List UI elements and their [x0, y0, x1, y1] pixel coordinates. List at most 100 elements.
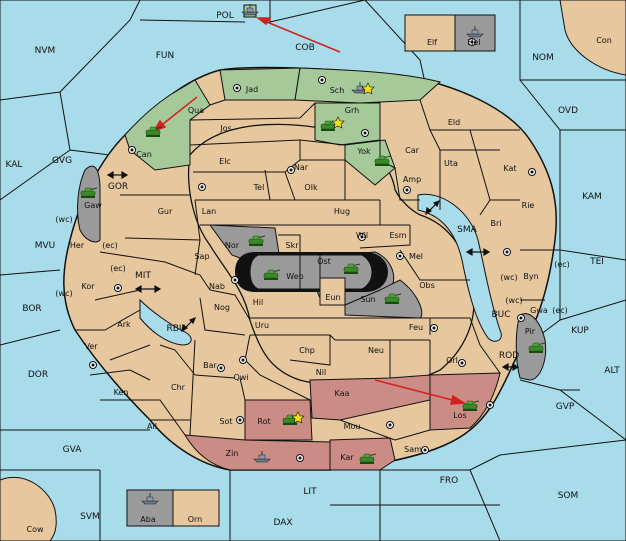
- fleet-icon-zin[interactable]: [253, 451, 271, 463]
- order-arrows: [152, 17, 467, 405]
- land-label-nor: Nor: [225, 241, 240, 250]
- land-label-neu: Neu: [368, 346, 384, 355]
- army-icon-sun[interactable]: [384, 293, 402, 304]
- sea-label-rbu: RBU: [166, 324, 185, 334]
- land-label-tel: Tel: [253, 183, 265, 192]
- sea-label-kam: KAM: [582, 192, 602, 202]
- sea-label-tei: TEI: [589, 257, 604, 267]
- land-label-gwa: Gwa: [530, 306, 548, 315]
- land-label-orl: Orl: [446, 356, 458, 365]
- land-label-cow: Cow: [26, 525, 43, 534]
- land-label-hel: Hel: [467, 38, 480, 47]
- sea-label-fun: FUN: [156, 51, 175, 61]
- land-label-chr: Chr: [171, 383, 186, 392]
- fleet-icon-aba[interactable]: [141, 493, 159, 505]
- land-label-kor: Kor: [81, 282, 95, 291]
- land-label-sam: Sam: [404, 445, 422, 454]
- army-icon-yok[interactable]: [374, 155, 392, 166]
- land-label-aba: Aba: [140, 515, 156, 524]
- land-label-chp: Chp: [299, 346, 315, 355]
- land-label-ark: Ark: [117, 320, 131, 329]
- land-label-feu: Feu: [409, 323, 423, 332]
- land-label-ail: Ail: [147, 422, 157, 431]
- army-icon-ost[interactable]: [343, 263, 361, 274]
- land-label-car: Car: [405, 146, 419, 155]
- land-label-ken: Ken: [114, 388, 129, 397]
- land-label-her: Her: [70, 241, 85, 250]
- land-label-kaa: Kaa: [335, 389, 350, 398]
- army-icon-los[interactable]: [462, 400, 480, 411]
- land-label-mou: Mou: [344, 422, 361, 431]
- army-icon-grh[interactable]: [320, 120, 338, 131]
- land-label-rie: Rie: [522, 201, 535, 210]
- land-label-qua: Qua: [188, 106, 204, 115]
- sea-label-lit: LIT: [303, 487, 317, 497]
- rbu-channel: [139, 298, 192, 346]
- land-label-yok: Yok: [356, 147, 371, 156]
- land-label-sot: Sot: [219, 417, 232, 426]
- land-label-uta: Uta: [444, 159, 458, 168]
- sea-label-fro: FRO: [440, 476, 459, 486]
- coast-note-wc-kor: (wc): [55, 289, 72, 298]
- sea-label-dor: DOR: [28, 370, 48, 380]
- sea-label-dax: DAX: [273, 518, 292, 528]
- land-label-hug: Hug: [334, 207, 350, 216]
- land-label-web: Web: [286, 272, 303, 281]
- land-label-lan: Lan: [202, 207, 216, 216]
- connection-arrows: [106, 170, 520, 372]
- land-label-uru: Uru: [255, 321, 269, 330]
- coast-note-wc-gwa: (wc): [505, 296, 522, 305]
- elf-island: [404, 14, 456, 52]
- land-label-los: Los: [453, 411, 466, 420]
- star-markers: [291, 82, 375, 424]
- land-label-hil: Hil: [253, 298, 263, 307]
- land-label-qwi: Qwi: [233, 373, 248, 382]
- coast-note-ec-byn: (ec): [554, 260, 570, 269]
- coast-note-wc-her: (wc): [55, 215, 72, 224]
- land-label-nil: Nil: [316, 368, 326, 377]
- land-label-grh: Grh: [345, 106, 359, 115]
- sea-label-kup: KUP: [571, 326, 589, 336]
- land-label-nab: Nab: [209, 282, 225, 291]
- land-label-gaw: Gaw: [84, 201, 102, 210]
- sea-label-svm: SVM: [80, 512, 100, 522]
- army-icon-web[interactable]: [263, 269, 281, 280]
- land-label-kat: Kat: [503, 164, 516, 173]
- sma-channel: [417, 193, 502, 342]
- land-label-gur: Gur: [158, 207, 173, 216]
- land-label-eun: Eun: [325, 293, 340, 302]
- sea-label-som: SOM: [558, 491, 579, 501]
- land-label-pir: Pir: [525, 327, 536, 336]
- fleet-icon-hel[interactable]: [466, 26, 484, 38]
- land-label-rot: Rot: [257, 417, 270, 426]
- army-icon-gaw[interactable]: [80, 187, 98, 198]
- land-label-mel: Mel: [409, 252, 423, 261]
- land-label-can: Can: [136, 150, 152, 159]
- sea-label-mvu: MVU: [35, 241, 56, 251]
- orn-island: [172, 489, 220, 527]
- army-icon-nor[interactable]: [248, 235, 266, 246]
- army-icon-can[interactable]: [145, 126, 163, 137]
- land-label-con: Con: [596, 36, 612, 45]
- sea-label-nom: NOM: [532, 53, 554, 63]
- land-label-elf: Elf: [427, 38, 437, 47]
- coast-note-ec-her: (ec): [102, 241, 118, 250]
- land-label-byn: Byn: [523, 272, 538, 281]
- land-label-zin: Zin: [226, 449, 239, 458]
- sea-label-mit: MIT: [135, 271, 151, 281]
- army-icon-kar[interactable]: [359, 453, 377, 464]
- land-label-orn: Orn: [188, 515, 203, 524]
- land-label-elc: Elc: [219, 157, 231, 166]
- army-icon-pir[interactable]: [528, 342, 546, 353]
- land-label-jos: Jos: [219, 124, 231, 133]
- sea-label-sma: SMA: [457, 225, 477, 235]
- fleet-icon-pol[interactable]: [241, 4, 259, 16]
- sea-label-gvp: GVP: [556, 402, 575, 412]
- sea-label-rod: ROD: [499, 351, 519, 361]
- land-label-obs: Obs: [419, 281, 435, 290]
- land-label-bri: Bri: [491, 219, 502, 228]
- land-label-esm: Esm: [389, 231, 406, 240]
